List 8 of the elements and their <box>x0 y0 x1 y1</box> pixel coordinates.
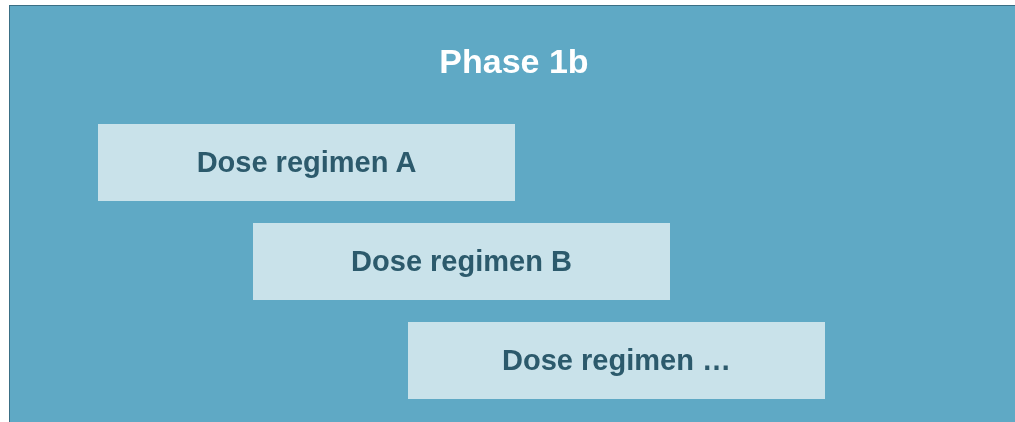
dose-label: Dose regimen … <box>502 344 731 377</box>
dose-box <box>408 322 825 399</box>
dose-box <box>98 124 515 201</box>
panel-title: Phase 1b <box>438 42 590 81</box>
dose-box <box>253 223 670 300</box>
phase-panel <box>9 5 1015 422</box>
dose-label: Dose regimen B <box>351 245 572 278</box>
dose-label: Dose regimen A <box>196 146 417 179</box>
